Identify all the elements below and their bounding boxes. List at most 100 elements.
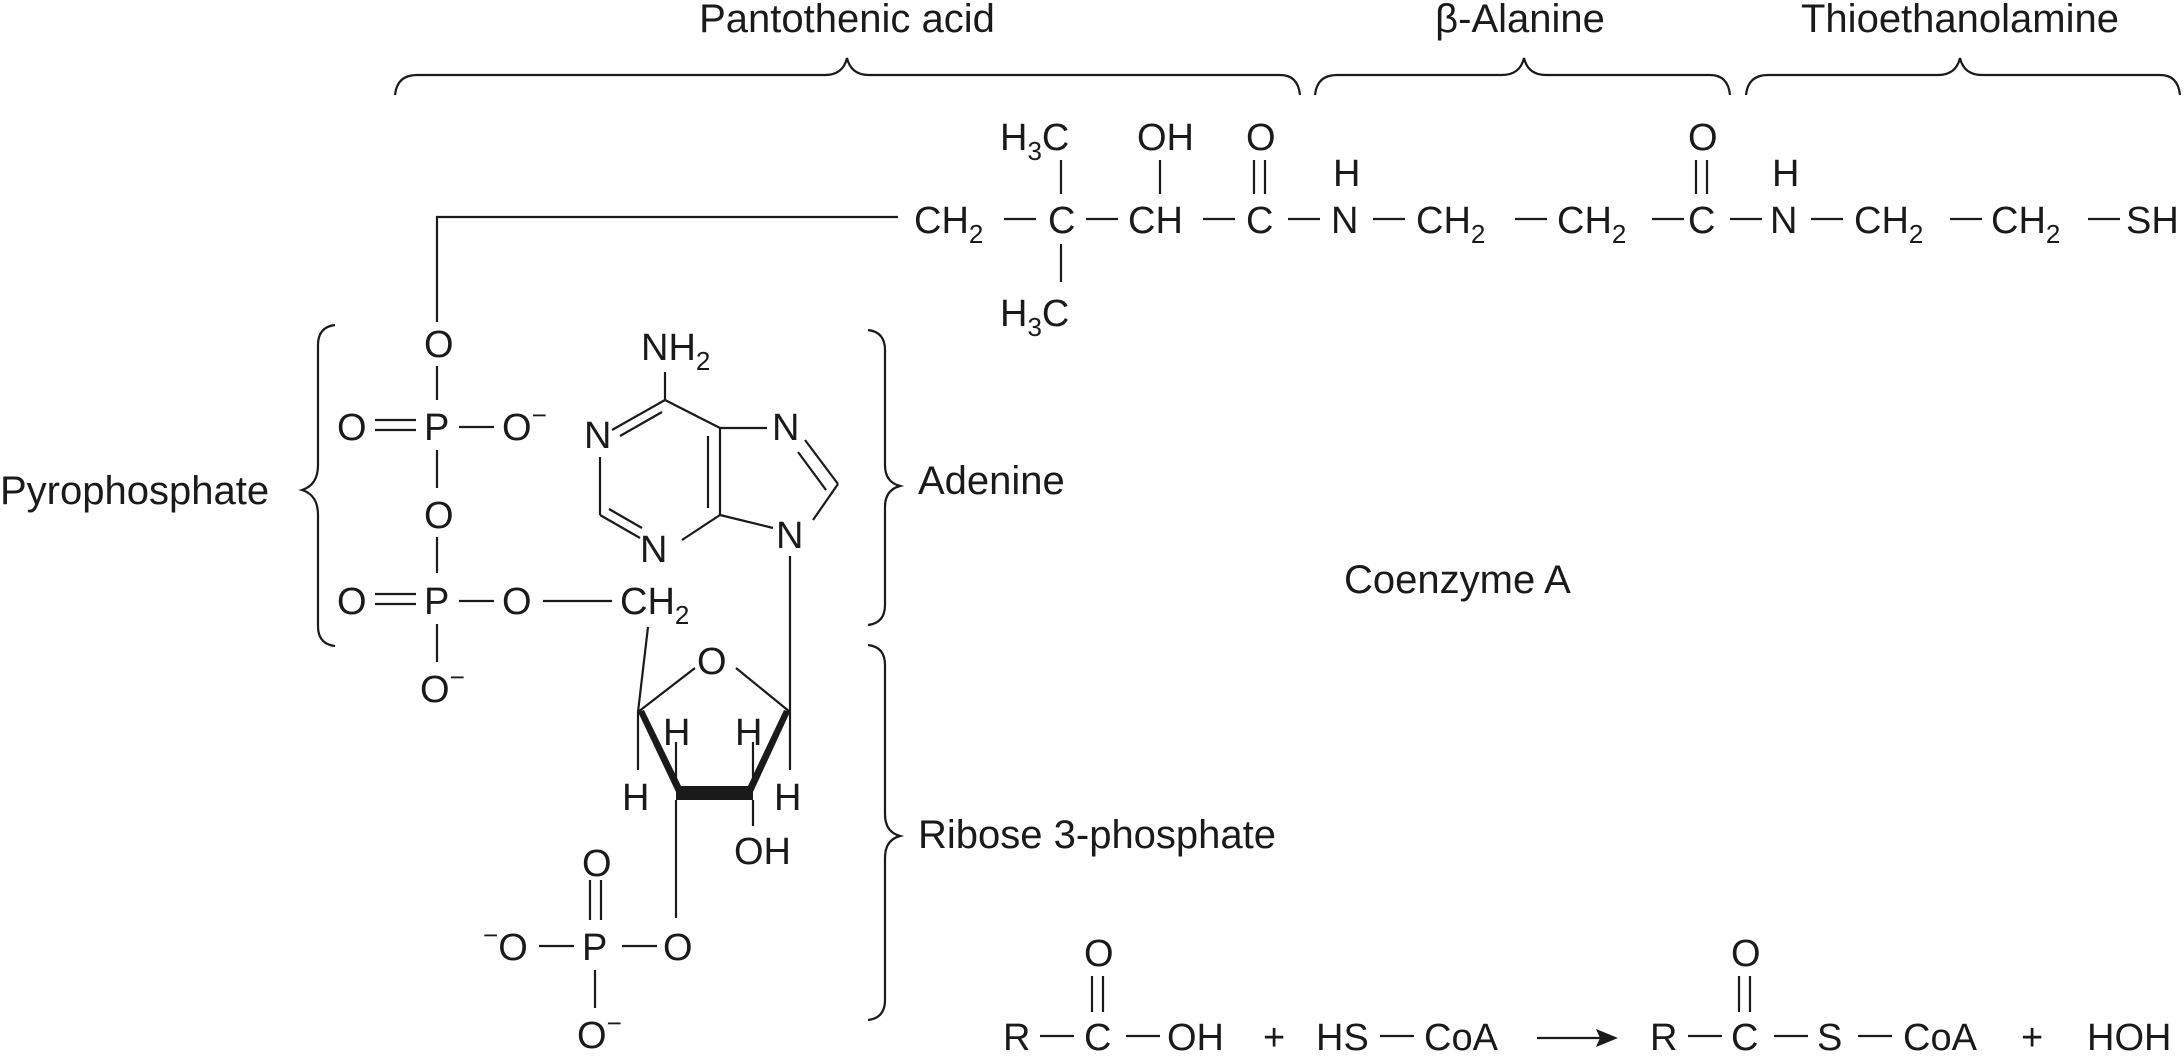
p3-o-minus-bottom: O− (577, 1008, 622, 1057)
chain-ch2-5: CH2 (1991, 200, 2060, 249)
eq-coa-1: CoA (1424, 1017, 1499, 1059)
ribose-h-c2-up: H (735, 712, 762, 754)
bond-n9-c4 (719, 513, 774, 530)
bond-o-c1prime (735, 667, 791, 713)
methyl-bottom: H3C (1000, 293, 1069, 342)
amide-n-2: N (1770, 200, 1797, 242)
adenine-brace (867, 328, 905, 627)
bond-n7-c8 (804, 439, 839, 485)
coenzyme-a-title: Coenzyme A (1344, 558, 1571, 602)
adenine-structure: NH2 N N N N (584, 327, 839, 712)
carbonyl-c-2: C (1688, 200, 1715, 242)
ribose-h-c4-down: H (622, 777, 649, 819)
bridge-o-top: O (424, 324, 454, 366)
thioethanolamine-group: Thioethanolamine (1744, 0, 2182, 96)
beta-alanine-brace (1313, 57, 1732, 96)
p1-o-minus: O− (502, 400, 547, 449)
ribose-label: Ribose 3-phosphate (918, 813, 1276, 857)
bond-ch2-c4prime (636, 626, 650, 713)
ribose-h-c3-up: H (663, 712, 690, 754)
bond-c2-n3-double (608, 508, 643, 529)
eq-r-2: R (1650, 1017, 1677, 1059)
phosphorus-1: P (424, 407, 449, 449)
chain-ch2-3: CH2 (1557, 200, 1626, 249)
beta-alanine-label: β-Alanine (1435, 0, 1605, 41)
adenine-n1: N (584, 415, 611, 457)
wedge-c2-c1 (747, 710, 790, 792)
pyrophosphate-label-group: Pyrophosphate (0, 323, 336, 648)
pantothenic-brace (393, 57, 1302, 96)
eq-hs: HS (1316, 1017, 1369, 1059)
pyrophosphate-brace (298, 323, 336, 648)
thioethanolamine-brace (1744, 57, 2182, 96)
ribose-label-group: Ribose 3-phosphate (867, 643, 1276, 1022)
p2-oxo: O (337, 581, 367, 623)
adenine-n9: N (776, 515, 803, 557)
methyl-top: H3C (1000, 117, 1069, 166)
chain-ch2-4: CH2 (1854, 200, 1923, 249)
pantothenic-acid-group: Pantothenic acid (393, 0, 1302, 96)
adenine-label: Adenine (918, 459, 1065, 503)
ribose-ring-o: O (697, 641, 727, 683)
eq-c-2: C (1731, 1017, 1758, 1059)
thioethanolamine-label: Thioethanolamine (1801, 0, 2119, 41)
ribose-phosphate-o: O (663, 927, 693, 969)
bond-c6-n1-double (619, 411, 663, 437)
ribose-ch2: CH2 (620, 581, 689, 630)
adenine-label-group: Adenine (867, 328, 1065, 627)
pyrophosphate-label: Pyrophosphate (0, 469, 269, 513)
adenine-nh2: NH2 (641, 327, 710, 376)
eq-plus-2: + (2021, 1017, 2043, 1059)
eq-plus-1: + (1263, 1017, 1285, 1059)
bridge-o-mid: O (424, 495, 454, 537)
main-chain: CH2 C H3C H3C CH OH C O N H CH2 CH2 C O (435, 117, 2179, 342)
p1-oxo: O (337, 407, 367, 449)
p2-o-minus: O− (420, 662, 465, 711)
bond-c6-n1 (611, 399, 666, 431)
bond-c2-n3 (599, 514, 641, 539)
ribose-structure: O H H H H OH O P −O O O− (483, 626, 801, 1057)
chain-ch2-1: CH2 (914, 200, 983, 249)
pantothenic-label: Pantothenic acid (699, 0, 995, 41)
bond-n7-c8-double (797, 451, 827, 491)
phosphorus-2: P (424, 581, 449, 623)
bond-c4prime-o (637, 667, 696, 713)
chain-ch: CH (1128, 200, 1183, 242)
pyrophosphate-structure: O P O O− O P O O CH2 O− (337, 324, 689, 711)
ribose-h-c1-down: H (774, 777, 801, 819)
p2-ester-o: O (502, 581, 532, 623)
eq-o-2: O (1731, 933, 1761, 975)
adenine-n3: N (640, 529, 667, 571)
p3-o-minus-left: −O (483, 920, 528, 969)
bond-c8-n9 (812, 483, 839, 521)
carbonyl-o-1: O (1246, 117, 1276, 159)
reaction-equation: R C O OH + HS CoA R C O S CoA + HOH (1003, 933, 2171, 1059)
chain-c-quaternary: C (1048, 200, 1075, 242)
eq-hoh: HOH (2087, 1017, 2171, 1059)
amide-h-1: H (1333, 153, 1360, 195)
eq-oh: OH (1167, 1017, 1224, 1059)
eq-r-1: R (1003, 1017, 1030, 1059)
carbonyl-o-2: O (1688, 117, 1718, 159)
ribose-brace (867, 643, 905, 1022)
eq-c-1: C (1084, 1017, 1111, 1059)
bond-c5-c6 (664, 399, 721, 429)
ribose-oh: OH (734, 831, 791, 873)
bond-n3-c4 (681, 514, 721, 541)
eq-coa-2: CoA (1903, 1017, 1978, 1059)
eq-arrow-head (1596, 1029, 1618, 1047)
wedge-c3-c2 (676, 786, 753, 800)
hydroxyl-top: OH (1137, 117, 1194, 159)
beta-alanine-group: β-Alanine (1313, 0, 1732, 96)
eq-s: S (1817, 1017, 1842, 1059)
p3-oxo: O (582, 843, 612, 885)
amide-h-2: H (1772, 153, 1799, 195)
carbonyl-c-1: C (1246, 200, 1273, 242)
phosphorus-3: P (582, 927, 607, 969)
chain-ch2-2: CH2 (1416, 200, 1485, 249)
eq-o-1: O (1084, 933, 1114, 975)
wedge-c4-c3 (638, 710, 682, 792)
thiol-sh: SH (2126, 200, 2179, 242)
amide-n-1: N (1331, 200, 1358, 242)
